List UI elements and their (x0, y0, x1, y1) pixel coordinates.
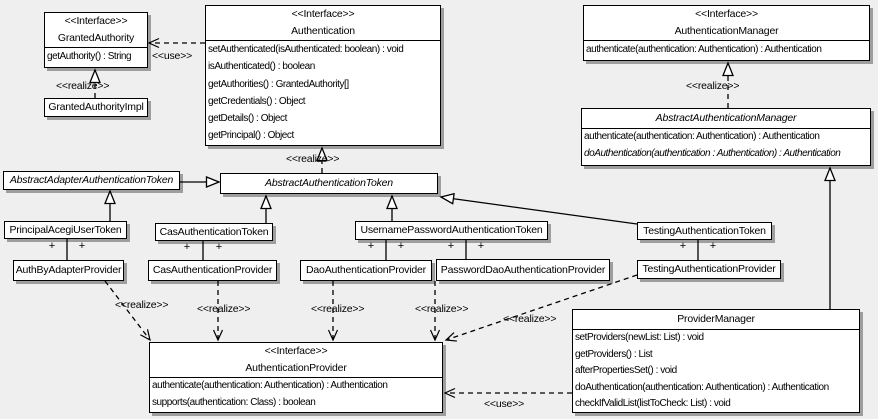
class-testing-authentication-provider[interactable]: TestingAuthenticationProvider (637, 260, 781, 279)
class-granted-authority-impl[interactable]: GrantedAuthorityImpl (44, 98, 148, 117)
method: isAuthenticated() : boolean (208, 61, 315, 73)
method: authenticate(authentication: Authenticat… (584, 131, 820, 142)
class-name: Authentication (291, 25, 355, 37)
use-label: <<use>> (152, 50, 193, 62)
method: getDetails() : Object (208, 113, 287, 125)
class-principal-acegi-user-token[interactable]: PrincipalAcegiUserToken (4, 221, 127, 239)
class-name: PrincipalAcegiUserToken (9, 223, 122, 236)
method: getAuthority() : String (47, 51, 132, 62)
class-granted-authority[interactable]: <<Interface>> GrantedAuthority getAuthor… (44, 12, 148, 68)
method: authenticate(authentication: Authenticat… (586, 44, 822, 55)
plus-marker: + (709, 240, 717, 252)
method: getCredentials() : Object (208, 95, 306, 107)
realize-label: <<realize>> (115, 299, 169, 311)
class-name: CasAuthenticationProvider (152, 264, 273, 276)
class-name: AuthenticationManager (674, 25, 779, 37)
method: getPrincipal() : Object (208, 130, 294, 142)
stereotype-label: <<Interface>> (264, 345, 328, 357)
class-name: AuthByAdapterProvider (15, 264, 122, 276)
plus-marker: + (397, 240, 405, 252)
class-name: AbstractAuthenticationToken (265, 177, 393, 189)
class-provider-manager[interactable]: ProviderManager setProviders(newList: Li… (572, 309, 860, 413)
class-authentication-manager[interactable]: <<Interface>> AuthenticationManager auth… (583, 5, 870, 61)
class-header: AbstractAuthenticationManager (582, 109, 870, 129)
class-header: <<Interface>> AuthenticationProvider (150, 343, 442, 378)
class-name: AuthenticationProvider (245, 362, 347, 374)
stereotype-label: <<Interface>> (64, 15, 128, 27)
class-name: AbstractAdapterAuthenticationToken (9, 174, 174, 186)
generalization-testing-token (439, 192, 638, 225)
plus-marker: + (78, 240, 86, 252)
class-name: PasswordDaoAuthenticationProvider (440, 263, 606, 276)
class-header: <<Interface>> AuthenticationManager (584, 6, 869, 41)
class-cas-authentication-token[interactable]: CasAuthenticationToken (155, 223, 273, 241)
method: getAuthorities() : GrantedAuthority[] (208, 78, 349, 90)
realize-label: <<realize>> (311, 303, 365, 315)
class-dao-authentication-provider[interactable]: DaoAuthenticationProvider (300, 260, 432, 281)
realize-label: <<realize>> (56, 80, 110, 92)
method: doAuthentication(authentication : Authen… (584, 147, 841, 159)
realize-label: <<realize>> (686, 80, 740, 92)
class-abstract-authentication-manager[interactable]: AbstractAuthenticationManager authentica… (581, 108, 871, 166)
realize-label: <<realize>> (197, 303, 251, 315)
plus-marker: + (183, 241, 191, 253)
method: setAuthenticated(isAuthenticated: boolea… (208, 44, 404, 55)
class-name: GrantedAuthorityImpl (48, 101, 144, 113)
class-abstract-adapter-authentication-token[interactable]: AbstractAdapterAuthenticationToken (3, 171, 180, 190)
class-name: DaoAuthenticationProvider (306, 264, 426, 276)
class-header: ProviderManager (573, 310, 859, 330)
stereotype-label: <<Interface>> (291, 8, 355, 20)
plus-marker: + (367, 240, 375, 252)
method: afterPropertiesSet() : void (575, 365, 677, 377)
realize-label: <<realize>> (286, 153, 340, 165)
class-username-password-authentication-token[interactable]: UsernamePasswordAuthenticationToken (355, 221, 548, 240)
class-name: ProviderManager (677, 313, 755, 325)
class-cas-authentication-provider[interactable]: CasAuthenticationProvider (148, 260, 277, 281)
class-authentication-provider[interactable]: <<Interface>> AuthenticationProvider aut… (149, 342, 443, 413)
stereotype-label: <<Interface>> (695, 8, 758, 20)
plus-marker: + (679, 240, 687, 252)
class-name: CasAuthenticationToken (159, 225, 269, 238)
class-name: TestingAuthenticationToken (643, 224, 766, 237)
method: supports(authentication: Class) : boolea… (152, 396, 316, 408)
class-name: GrantedAuthority (57, 32, 135, 44)
use-label: <<use>> (484, 398, 525, 410)
plus-marker: + (215, 241, 223, 253)
class-abstract-authentication-token[interactable]: AbstractAuthenticationToken (220, 173, 438, 194)
class-testing-authentication-token[interactable]: TestingAuthenticationToken (637, 222, 772, 240)
class-name: AbstractAuthenticationManager (655, 112, 797, 124)
class-auth-by-adapter-provider[interactable]: AuthByAdapterProvider (13, 260, 124, 281)
class-name: UsernamePasswordAuthenticationToken (360, 224, 543, 236)
class-name: TestingAuthenticationProvider (642, 263, 776, 275)
class-password-dao-authentication-provider[interactable]: PasswordDaoAuthenticationProvider (436, 259, 610, 281)
class-authentication[interactable]: <<Interface>> Authentication setAuthenti… (205, 5, 441, 146)
realize-label: <<realize>> (415, 303, 469, 315)
plus-marker: + (477, 240, 485, 252)
method: setProviders(newList: List) : void (575, 332, 704, 343)
method: getProviders() : List (575, 348, 653, 360)
method: authenticate(authentication: Authenticat… (152, 380, 388, 391)
plus-marker: + (447, 240, 455, 252)
class-header: <<Interface>> GrantedAuthority (45, 13, 147, 48)
plus-marker: + (48, 240, 56, 252)
method: doAuthentication(authentication: Authent… (575, 381, 829, 393)
class-header: <<Interface>> Authentication (206, 6, 440, 41)
method: checkIfValidList(listToCheck: List) : vo… (575, 398, 731, 410)
realize-label: <<realize>> (503, 313, 557, 325)
